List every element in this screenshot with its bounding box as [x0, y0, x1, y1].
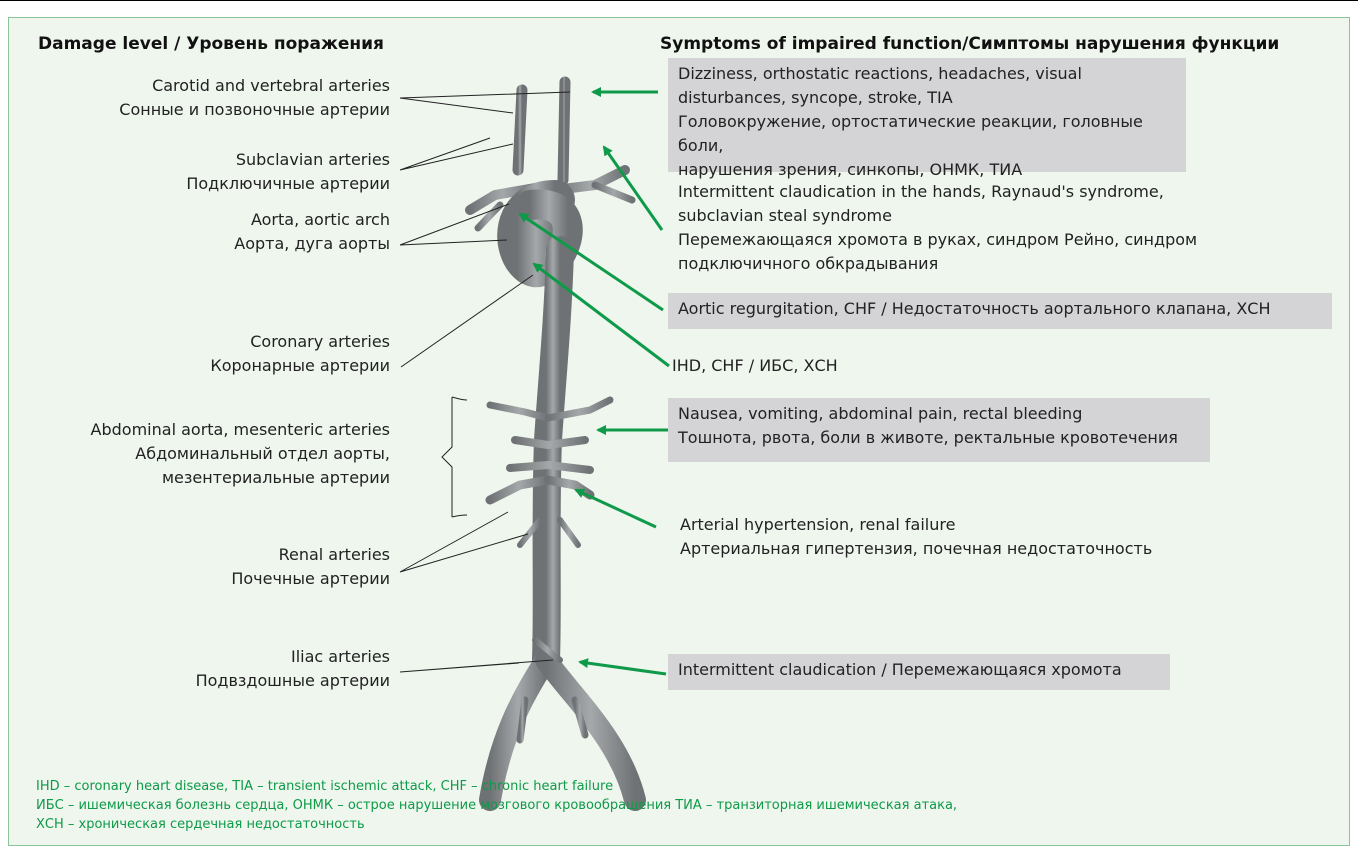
arrow-renal	[576, 490, 656, 527]
symptom-box-carotid: Dizziness, orthostatic reactions, headac…	[668, 58, 1186, 172]
symptom-ihd: IHD, CHF / ИБС, ХСН	[672, 354, 838, 378]
symptom-box-abdominal: Nausea, vomiting, abdominal pain, rectal…	[668, 398, 1210, 462]
symptom-box-aortic: Aortic regurgitation, CHF / Недостаточно…	[668, 293, 1332, 329]
leader-carotid	[400, 92, 570, 113]
brace-abdominal	[442, 397, 467, 517]
leader-renal	[400, 512, 528, 572]
leader-aorta	[400, 204, 509, 245]
symptom-box-iliac: Intermittent claudication / Перемежающая…	[668, 654, 1170, 690]
symptom-subclavian: Intermittent claudication in the hands, …	[678, 180, 1197, 276]
footnotes: IHD – coronary heart disease, TIA – tran…	[36, 777, 957, 834]
aorta-vessel-tree	[470, 82, 635, 800]
symptom-renal: Arterial hypertension, renal failure Арт…	[680, 513, 1152, 561]
leader-coronary	[401, 275, 533, 367]
leader-subclavian	[400, 138, 513, 170]
arrow-iliac	[580, 662, 666, 674]
